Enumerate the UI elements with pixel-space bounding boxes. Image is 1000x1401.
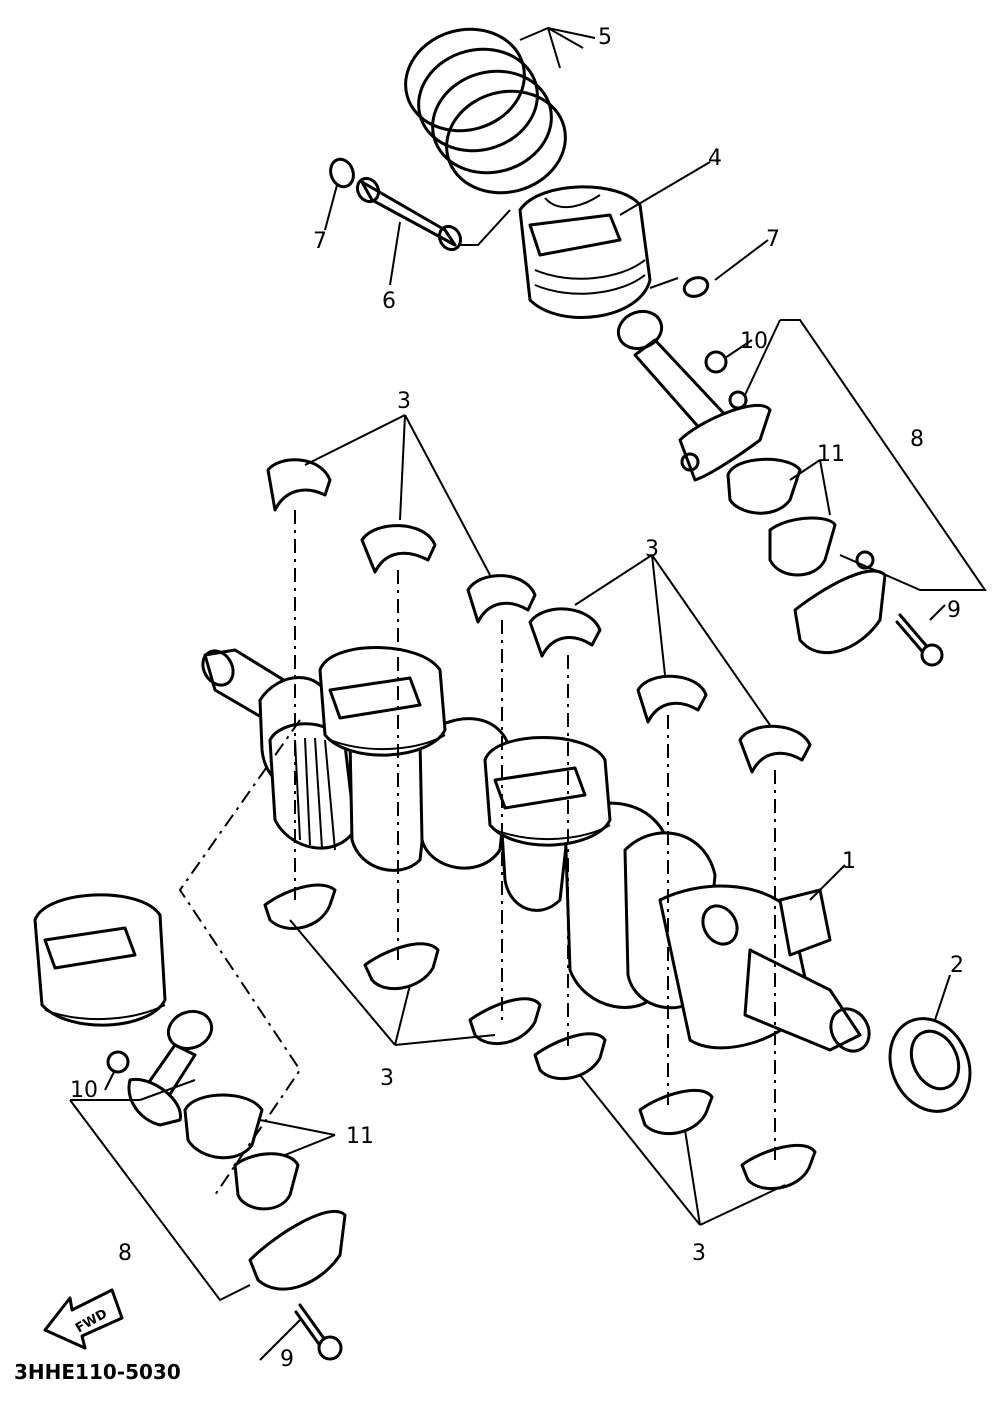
callout-4: 4 xyxy=(708,146,722,171)
rod-bearing-left-upper xyxy=(183,1093,264,1160)
rod-bearing-left-lower xyxy=(233,1152,300,1211)
piston-middle-left xyxy=(318,646,447,757)
rod-bolt-left xyxy=(294,1303,327,1349)
callout-9-right: 9 xyxy=(947,598,961,623)
callout-8-right: 8 xyxy=(910,427,924,452)
callout-10-right: 10 xyxy=(740,329,768,354)
callout-3-bottom-right: 3 xyxy=(692,1241,706,1266)
front-direction-arrow-icon: FWD xyxy=(43,1288,124,1350)
callout-3-bottom-left: 3 xyxy=(380,1066,394,1091)
callout-9-left: 9 xyxy=(280,1347,294,1372)
callout-7-right: 7 xyxy=(766,227,780,252)
callout-10-left: 10 xyxy=(70,1078,98,1103)
rod-cap-left xyxy=(248,1209,347,1291)
callout-6: 6 xyxy=(382,289,396,314)
piston-lower-left xyxy=(33,893,167,1027)
crankshaft xyxy=(201,648,871,1053)
callout-7-left: 7 xyxy=(313,229,327,254)
callout-2: 2 xyxy=(950,953,964,978)
callout-1: 1 xyxy=(842,849,856,874)
oil-seal xyxy=(888,1017,972,1113)
main-bearings-upper xyxy=(266,458,812,774)
diagram-code: 3HHE110-5030 xyxy=(14,1360,181,1384)
rod-bearing-right-upper xyxy=(726,457,802,515)
piston-top xyxy=(518,185,652,319)
callout-3-mid: 3 xyxy=(645,537,659,562)
alignment-lines xyxy=(178,510,776,1196)
rod-bearing-right-lower xyxy=(768,516,837,577)
callout-8-left: 8 xyxy=(118,1241,132,1266)
rod-nut-left xyxy=(106,1050,130,1074)
rod-cap-right xyxy=(793,569,887,655)
main-bearings-lower xyxy=(263,883,817,1191)
callout-11-right: 11 xyxy=(817,442,845,467)
piston-pin-clip-left xyxy=(329,157,355,189)
piston-pin xyxy=(355,176,463,252)
piston-rings xyxy=(404,27,567,195)
callout-3-top: 3 xyxy=(397,389,411,414)
piston-middle-right xyxy=(483,736,612,847)
piston-pin-clip-right xyxy=(682,276,710,298)
leader-lines xyxy=(69,26,987,1361)
callout-5: 5 xyxy=(598,25,612,50)
rod-nut-top xyxy=(704,350,728,374)
connecting-rod-lower-left xyxy=(127,1009,214,1127)
callout-11-left: 11 xyxy=(346,1124,374,1149)
connecting-rod-top xyxy=(616,309,772,482)
